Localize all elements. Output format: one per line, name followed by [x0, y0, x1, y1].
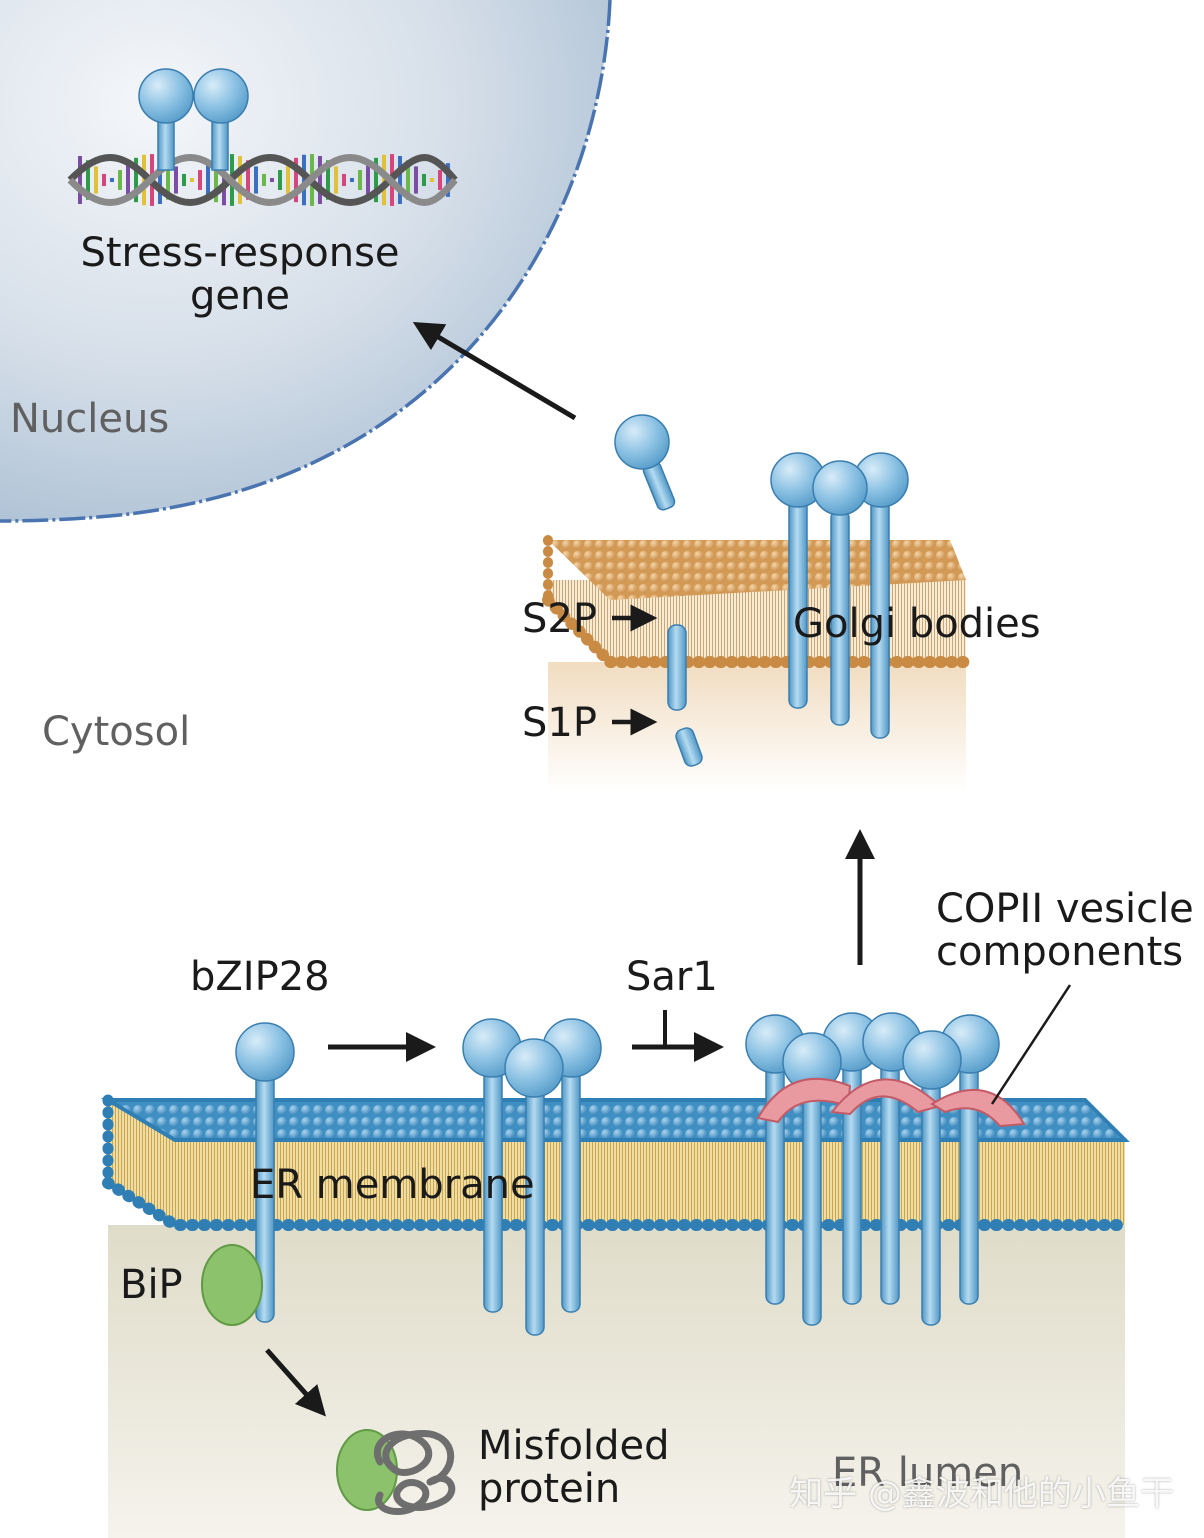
er-protein-trimer	[462, 1018, 602, 1336]
s2p-label: S2P	[522, 596, 597, 642]
nucleus-label: Nucleus	[10, 396, 170, 442]
watermark: 知乎 @鑫波和他的小鱼干	[789, 1474, 1174, 1514]
misfolded-protein-label: Misfolded protein	[478, 1423, 670, 1513]
sar1-label: Sar1	[626, 954, 718, 1000]
er-lumen	[108, 1225, 1125, 1538]
bip-label: BiP	[120, 1262, 183, 1308]
stress-response-gene-label: Stress-response gene	[80, 230, 400, 320]
s1p-label: S1P	[522, 700, 597, 746]
copii-label: COPII vesicle components	[936, 886, 1194, 976]
er-membrane-label: ER membrane	[250, 1162, 535, 1208]
er-protein-single	[235, 1022, 295, 1323]
bip-chaperone-bound	[336, 1429, 398, 1511]
bzip28-label: bZIP28	[190, 954, 330, 1000]
copii-pointer-line	[990, 984, 1072, 1105]
golgi-bodies-label: Golgi bodies	[793, 601, 1041, 647]
cytosol-label: Cytosol	[42, 709, 191, 755]
arrow-icon	[265, 1348, 326, 1417]
er-lumen-label: ER lumen	[832, 1450, 1024, 1496]
nucleus	[0, 0, 612, 523]
inhibition-arrow-icon	[632, 1010, 724, 1062]
copii-vesicle-components	[756, 1077, 1026, 1128]
arrow-icon	[412, 321, 577, 421]
misfolded-protein	[374, 1430, 456, 1516]
golgi-protein-cluster	[614, 414, 909, 767]
bzip28-protein-icon	[138, 68, 249, 171]
bip-chaperone	[201, 1244, 263, 1326]
golgi-bodies	[542, 535, 972, 792]
